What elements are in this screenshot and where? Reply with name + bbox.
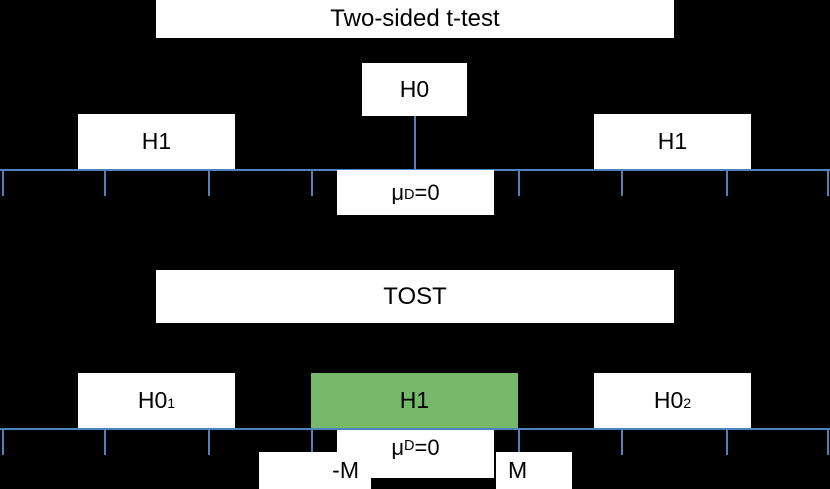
mu-equals-zero: =0 bbox=[414, 435, 440, 460]
h0-2-subscript: 2 bbox=[683, 396, 692, 413]
axis-tick bbox=[621, 169, 623, 196]
mu-subscript: D bbox=[404, 438, 415, 455]
axis-tick bbox=[726, 169, 728, 196]
axis-tick bbox=[311, 169, 313, 196]
tost-upper-bound-box: M bbox=[496, 452, 572, 489]
mu-equals-zero: =0 bbox=[414, 179, 440, 205]
axis-tick bbox=[104, 428, 106, 455]
mu-symbol: μ bbox=[391, 435, 405, 460]
axis-tick bbox=[2, 169, 4, 196]
tost-title-box: TOST bbox=[156, 270, 674, 323]
axis-tick bbox=[621, 428, 623, 455]
axis-tick bbox=[104, 169, 106, 196]
two-sided-h1-right-box: H1 bbox=[594, 114, 751, 169]
h0-2-main: H0 bbox=[653, 387, 684, 414]
axis-tick bbox=[518, 169, 520, 196]
two-sided-h1-left-box: H1 bbox=[78, 114, 235, 169]
h0-1-subscript: 1 bbox=[167, 396, 176, 413]
axis-tick bbox=[518, 428, 520, 455]
axis-tick bbox=[208, 428, 210, 455]
axis-tick bbox=[208, 169, 210, 196]
two-sided-title-box: Two-sided t-test bbox=[156, 0, 674, 38]
axis-tick bbox=[827, 428, 829, 455]
axis-tick bbox=[726, 428, 728, 455]
axis-tick bbox=[827, 169, 829, 196]
mu-symbol: μ bbox=[391, 179, 405, 205]
two-sided-h0-box: H0 bbox=[362, 63, 467, 116]
axis-tick bbox=[311, 428, 313, 455]
axis-tick bbox=[2, 428, 4, 455]
mu-subscript: D bbox=[404, 187, 415, 204]
tost-lower-bound-box: -M bbox=[259, 452, 371, 489]
tost-axis-line bbox=[0, 428, 830, 430]
h0-to-axis-connector bbox=[414, 116, 416, 172]
h0-1-main: H0 bbox=[137, 387, 168, 414]
tost-h1-box: H1 bbox=[311, 373, 518, 428]
